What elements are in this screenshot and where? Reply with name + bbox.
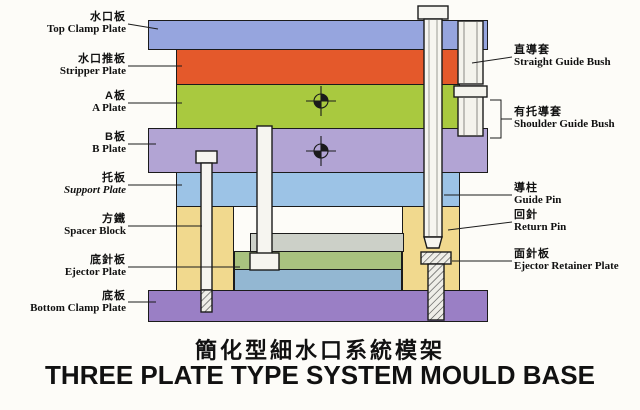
title-english: THREE PLATE TYPE SYSTEM MOULD BASE bbox=[45, 360, 595, 390]
puller-bolt bbox=[195, 150, 218, 313]
label-en: Return Pin bbox=[514, 221, 567, 234]
shoulder-bush-bracket bbox=[490, 99, 512, 139]
label-en: Ejector Plate bbox=[64, 266, 126, 279]
label-b-plate: B板 B Plate bbox=[2, 131, 126, 156]
straight-guide-bush bbox=[457, 20, 484, 85]
stripper-plate bbox=[176, 49, 460, 85]
label-cn: 底針板 bbox=[90, 254, 126, 266]
shoulder-guide-bush bbox=[453, 85, 488, 137]
label-a-plate: A板 A Plate bbox=[2, 90, 126, 115]
label-cn: 水口推板 bbox=[78, 53, 126, 65]
label-stripper-plate: 水口推板 Stripper Plate bbox=[2, 53, 126, 78]
label-cn: 水口板 bbox=[90, 11, 126, 23]
label-en: Stripper Plate bbox=[59, 65, 126, 78]
label-shoulder-guide-bush: 有托導套 Shoulder Guide Bush bbox=[514, 106, 638, 131]
label-bottom-clamp-plate: 底板 Bottom Clamp Plate bbox=[2, 290, 126, 315]
label-en: A Plate bbox=[92, 102, 126, 115]
label-ejector-retainer-plate: 面針板 Ejector Retainer Plate bbox=[514, 248, 638, 273]
title-chinese: 簡化型細水口系統模架 bbox=[194, 338, 445, 363]
label-cn: A板 bbox=[105, 90, 126, 102]
label-en: Guide Pin bbox=[514, 194, 562, 207]
support-plate bbox=[176, 172, 460, 207]
label-spacer-block: 方鐵 Spacer Block bbox=[2, 213, 126, 238]
label-cn: 導柱 bbox=[514, 182, 538, 194]
label-cn: 回針 bbox=[514, 209, 538, 221]
label-en: Straight Guide Bush bbox=[514, 56, 611, 69]
label-en: Top Clamp Plate bbox=[46, 23, 126, 36]
label-en: Spacer Block bbox=[64, 225, 126, 238]
label-en: Bottom Clamp Plate bbox=[30, 302, 126, 315]
label-cn: 面針板 bbox=[514, 248, 550, 260]
label-cn: 方鐵 bbox=[102, 213, 126, 225]
label-top-clamp-plate: 水口板 Top Clamp Plate bbox=[2, 11, 126, 36]
label-return-pin: 回針 Return Pin bbox=[514, 209, 638, 234]
label-en: Support Plate bbox=[63, 184, 126, 197]
label-ejector-plate: 底針板 Ejector Plate bbox=[2, 254, 126, 279]
label-guide-pin: 導柱 Guide Pin bbox=[514, 182, 638, 207]
label-cn: 有托導套 bbox=[514, 106, 562, 118]
label-en: Ejector Retainer Plate bbox=[514, 260, 619, 273]
label-en: B Plate bbox=[92, 143, 126, 156]
label-support-plate: 托板 Support Plate bbox=[2, 172, 126, 197]
datum-symbols bbox=[306, 86, 336, 166]
label-en: Shoulder Guide Bush bbox=[514, 118, 615, 131]
label-cn: 底板 bbox=[102, 290, 126, 302]
sprue-puller-pin bbox=[249, 125, 280, 271]
label-straight-guide-bush: 直導套 Straight Guide Bush bbox=[514, 44, 638, 69]
leader-lines bbox=[127, 23, 513, 303]
label-cn: 直導套 bbox=[514, 44, 550, 56]
guide-pin bbox=[417, 5, 449, 249]
label-cn: 托板 bbox=[102, 172, 126, 184]
label-cn: B板 bbox=[105, 131, 126, 143]
return-pin bbox=[420, 251, 452, 321]
